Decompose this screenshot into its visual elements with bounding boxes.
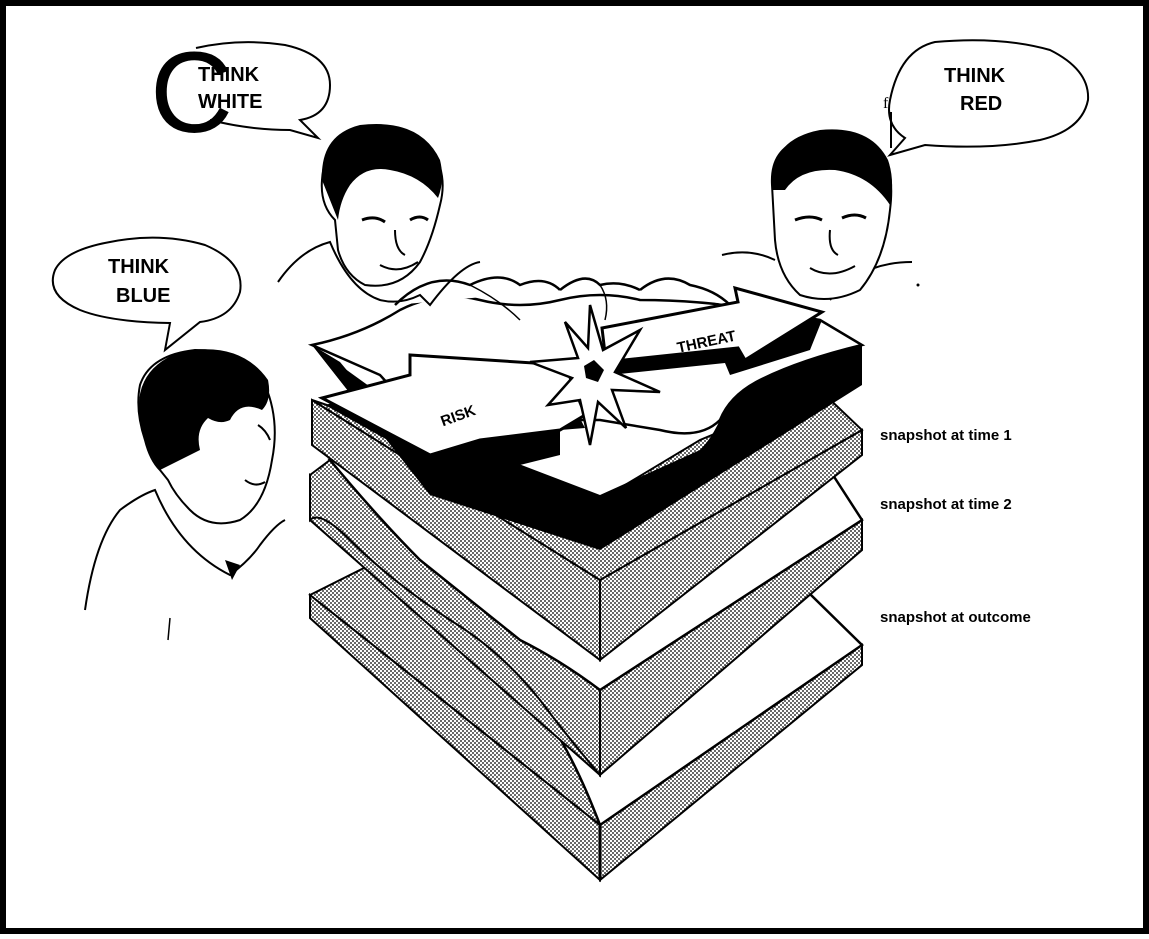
person-blue-team-icon bbox=[85, 349, 285, 640]
person-white-team-icon bbox=[278, 124, 480, 305]
speech-bubble-blue: THINK BLUE bbox=[53, 238, 241, 350]
layer-label-time-1: snapshot at time 1 bbox=[880, 427, 1012, 444]
bubble-blue-line1: THINK bbox=[108, 256, 170, 278]
bubble-white-line2: WHITE bbox=[198, 91, 262, 113]
speech-bubble-red: THINK RED f bbox=[883, 40, 1088, 155]
speech-bubble-white: C THINK WHITE bbox=[150, 29, 330, 157]
bubble-white-line1: THINK bbox=[198, 64, 260, 86]
layer-label-time-2: snapshot at time 2 bbox=[880, 496, 1012, 513]
bubble-red-line2: RED bbox=[960, 93, 1002, 115]
stray-mark-text: f bbox=[883, 95, 889, 112]
bubble-blue-line2: BLUE bbox=[116, 285, 170, 307]
bubble-red-line1: THINK bbox=[944, 65, 1006, 87]
layer-label-outcome: snapshot at outcome bbox=[880, 609, 1031, 626]
